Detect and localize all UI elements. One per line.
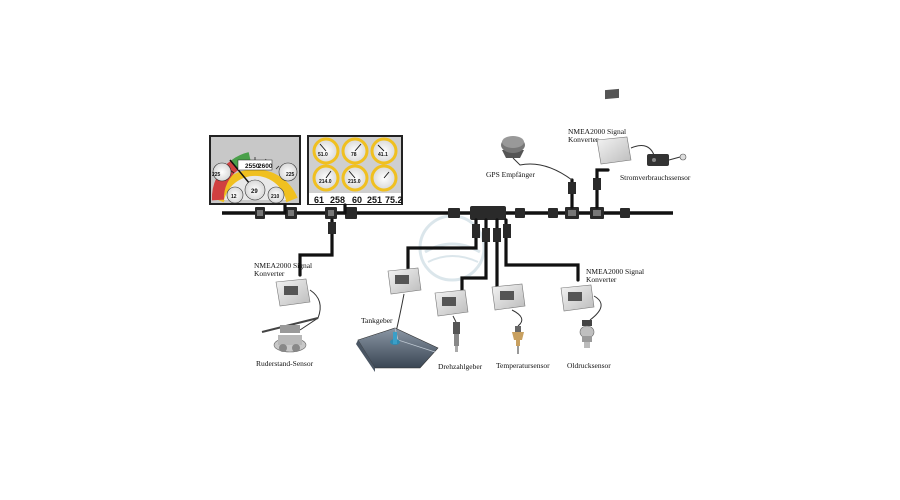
rudder-sensor-label: Ruderstand-Sensor: [256, 359, 314, 368]
oil-pressure-sensor: [579, 320, 595, 348]
bottom-number-251: 251: [367, 195, 382, 205]
converter-left-label-line1: NMEA2000 Signal: [254, 261, 312, 270]
readout-51: 51.0: [318, 152, 328, 158]
temperature-sensor: [512, 326, 524, 354]
nmea-converter-tank: [387, 267, 422, 333]
gps-label: GPS Empfänger: [486, 170, 535, 179]
nmea-converter-rpm: [434, 289, 469, 323]
oil-pressure-sensor-label: Oldrucksensor: [567, 361, 611, 370]
readout-215: 215.0: [348, 179, 361, 185]
bottom-number-75: 75.2: [385, 195, 403, 205]
readout-78: 78: [351, 152, 357, 158]
nmea-backbone: [222, 206, 673, 220]
readout-2550: 2550: [245, 163, 260, 170]
readout-2600: 2600: [258, 163, 273, 170]
readout-210: 210: [271, 194, 280, 200]
converter-top-label-line1: NMEA2000 Signal: [568, 127, 626, 136]
converter-top-label-line2: Konverter: [568, 135, 599, 144]
gps-receiver: [501, 136, 573, 181]
current-sensor: [647, 153, 687, 166]
readout-225-right: 225: [286, 172, 295, 178]
current-sensor-label: Stromverbrauchssensor: [620, 173, 691, 182]
readout-225-left: 225: [212, 172, 221, 178]
tank-sensor-label: Tankgeber: [361, 316, 393, 325]
nmea-converter-temperature: [491, 283, 526, 327]
readout-41: 41.1: [378, 152, 388, 158]
rudder-sensor: [261, 317, 319, 353]
multifunction-display-left: 2550 2600 225 225 29 12 210: [209, 135, 301, 205]
readout-12: 12: [231, 194, 237, 200]
nmea-converter-left: [275, 278, 321, 331]
rpm-sensor-label: Drehzahlgeber: [438, 362, 483, 371]
bottom-number-60: 60: [352, 195, 362, 205]
converter-left-label-line2: Konverter: [254, 269, 285, 278]
converter-right-label-line1: NMEA2000 Signal: [586, 267, 644, 276]
temperature-sensor-label: Temperatursensor: [496, 361, 550, 370]
multifunction-display-right: 51.0 78 41.1 214.0 215.0 61 258 60 251 7…: [307, 135, 403, 205]
converter-right-label-line2: Konverter: [586, 275, 617, 284]
rpm-sensor: [453, 322, 460, 352]
nmea-converter-right: [560, 284, 602, 321]
readout-214: 214.0: [319, 179, 332, 185]
bottom-number-61: 61: [314, 195, 324, 205]
tank-sender: [356, 327, 439, 372]
drop-cables: [283, 168, 610, 292]
readout-29: 29: [251, 189, 258, 195]
bottom-number-258: 258: [330, 195, 345, 205]
